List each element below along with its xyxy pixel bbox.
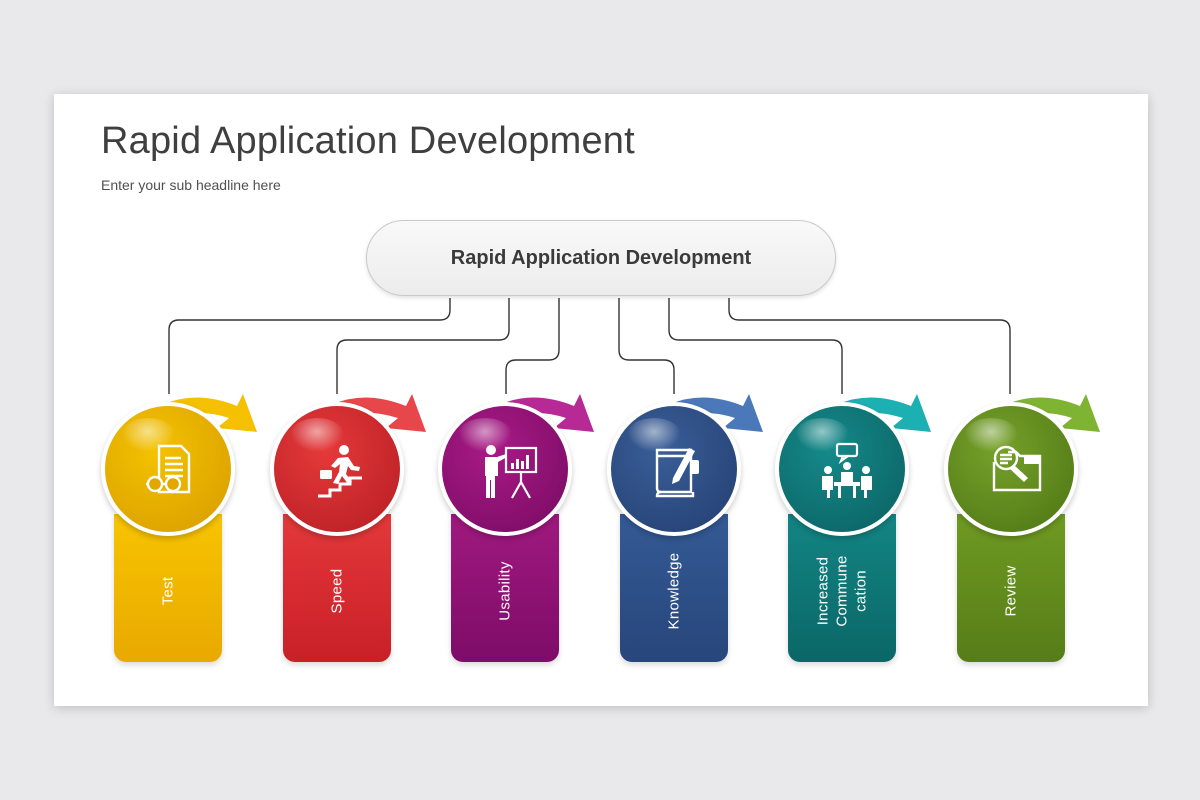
step-circle bbox=[944, 402, 1078, 536]
person-climbing-stairs-icon bbox=[318, 445, 362, 498]
hub-label: Rapid Application Development bbox=[366, 220, 836, 296]
connector-knowledge bbox=[618, 298, 675, 394]
book-pen-icon bbox=[655, 448, 699, 498]
circle-gloss bbox=[795, 418, 849, 452]
step-card-review: Review bbox=[944, 384, 1100, 674]
step-bar: Usability bbox=[451, 514, 559, 662]
step-circle bbox=[775, 402, 909, 536]
step-label: Knowledge bbox=[665, 552, 683, 630]
connector-review bbox=[728, 298, 1011, 394]
step-circle bbox=[270, 402, 404, 536]
step-card-speed: Speed bbox=[270, 384, 426, 674]
step-bar: Test bbox=[114, 514, 222, 662]
step-label: Increased Commune cation bbox=[814, 555, 870, 627]
circle-gloss bbox=[627, 418, 681, 452]
slide-title: Rapid Application Development bbox=[101, 120, 635, 162]
connector-test bbox=[168, 298, 451, 394]
step-circle bbox=[438, 402, 572, 536]
slide-subtitle: Enter your sub headline here bbox=[101, 177, 281, 193]
connector-speed bbox=[336, 298, 510, 394]
step-card-test: Test bbox=[101, 384, 257, 674]
meeting-icon bbox=[822, 442, 872, 498]
step-card-usability: Usability bbox=[438, 384, 594, 674]
presentation-board-icon bbox=[485, 445, 538, 499]
step-card-knowledge: Knowledge bbox=[607, 384, 763, 674]
connector-usability bbox=[505, 298, 560, 394]
step-label: Test bbox=[159, 576, 177, 606]
circle-gloss bbox=[458, 418, 512, 452]
step-card-communication: Increased Commune cation bbox=[775, 384, 931, 674]
step-label: Usability bbox=[496, 561, 514, 621]
step-bar: Knowledge bbox=[620, 514, 728, 662]
folder-search-icon bbox=[992, 445, 1042, 492]
slide: Rapid Application Development Enter your… bbox=[54, 94, 1148, 706]
step-circle bbox=[607, 402, 741, 536]
step-bar: Speed bbox=[283, 514, 391, 662]
step-bar: Increased Commune cation bbox=[788, 514, 896, 662]
step-bar: Review bbox=[957, 514, 1065, 662]
step-circle bbox=[101, 402, 235, 536]
step-label: Review bbox=[1002, 565, 1020, 617]
connector-lines bbox=[168, 298, 1011, 394]
circle-gloss bbox=[290, 418, 344, 452]
glasses-document-icon bbox=[146, 444, 191, 494]
step-label: Speed bbox=[328, 568, 346, 614]
connector-communication bbox=[668, 298, 843, 394]
